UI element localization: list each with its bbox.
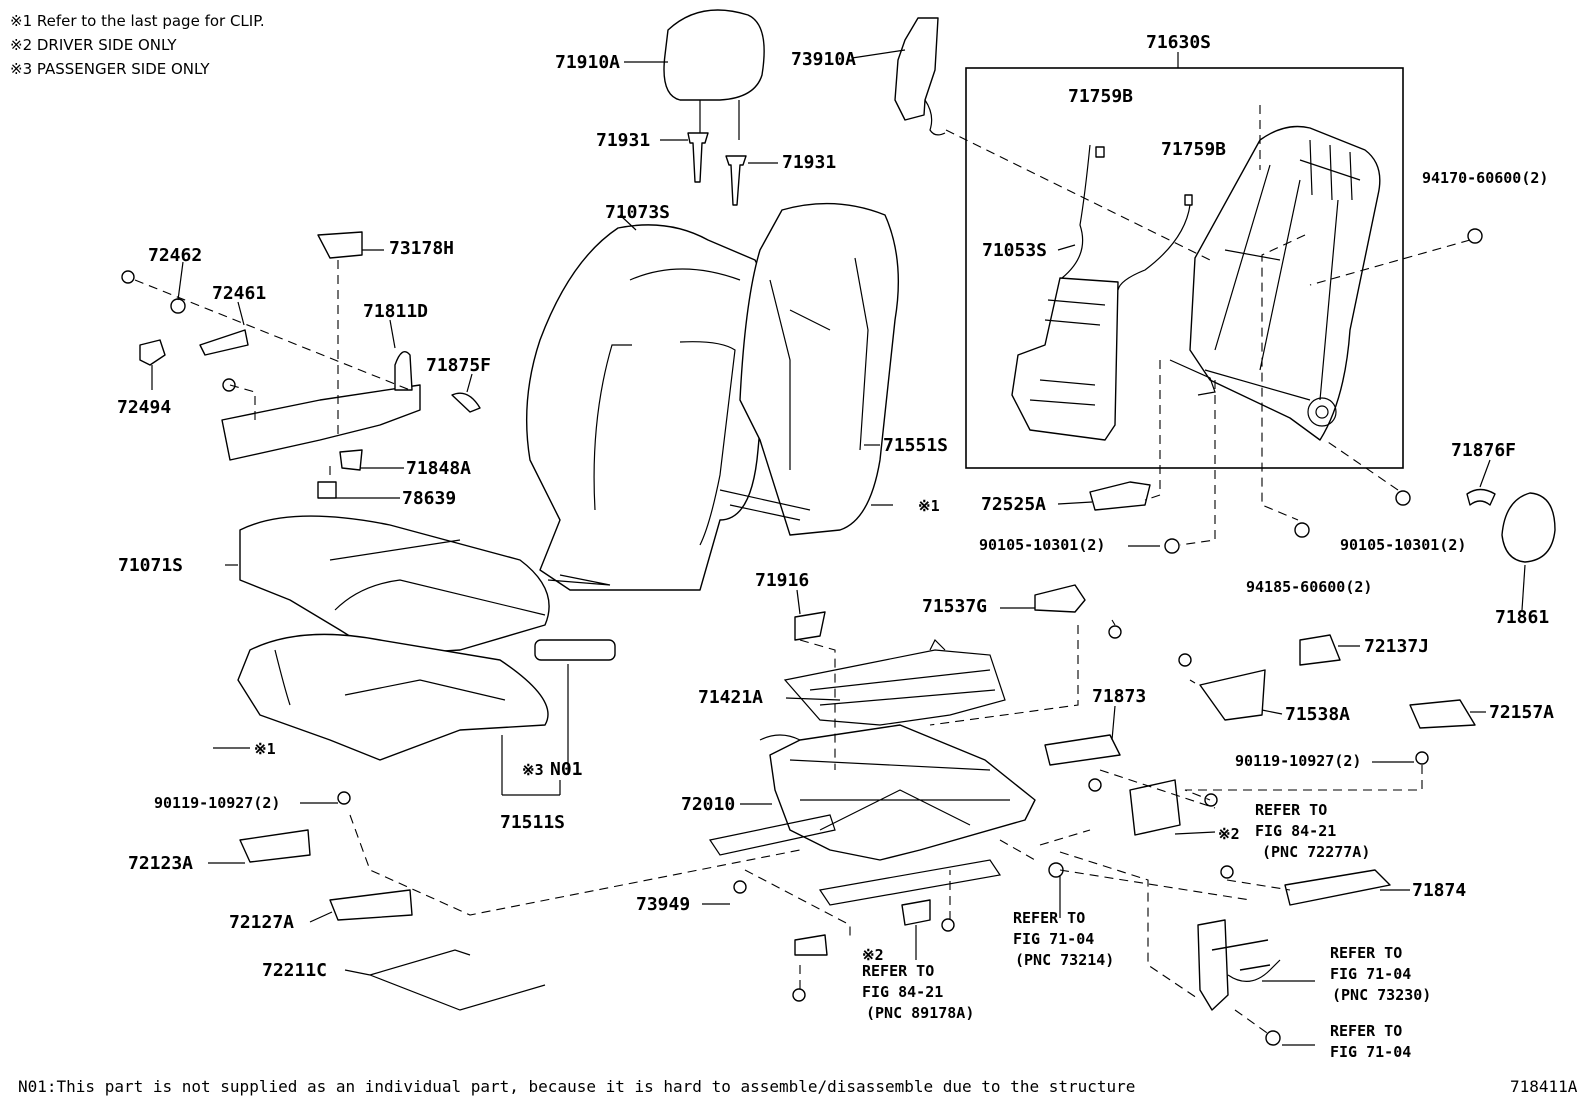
label-71876f: 71876F <box>1451 440 1516 461</box>
label-71630s: 71630S <box>1146 32 1211 53</box>
label-90105-10301-b: 90105-10301(2) <box>1340 536 1466 554</box>
label-94185-60600: 94185-60600(2) <box>1246 578 1372 596</box>
ref-fig71-04-line1: REFER TO <box>1330 1022 1402 1040</box>
leader-lines <box>151 49 1526 1046</box>
label-72525a: 72525A <box>981 494 1046 515</box>
label-71874: 71874 <box>1412 880 1466 901</box>
mark-driver-only-b: ※2 <box>862 946 884 964</box>
label-90119-10927-b: 90119-10927(2) <box>1235 752 1361 770</box>
assembly-lines <box>134 105 1471 1036</box>
mark-driver-only-a: ※2 <box>1218 825 1240 843</box>
footer-note: N01:This part is not supplied as an indi… <box>18 1077 1136 1096</box>
label-71551s: 71551S <box>883 435 948 456</box>
seat-back-pad <box>719 202 900 536</box>
mark-clip-1: ※1 <box>918 497 940 515</box>
ref-fig84-21-89178a-line3: (PNC 89178A) <box>866 1004 974 1022</box>
ref-fig84-21-72277a-line3: (PNC 72277A) <box>1262 843 1370 861</box>
seat-cushion-pad <box>237 633 549 761</box>
headrest <box>663 9 765 140</box>
figure-id: 718411A <box>1510 1077 1578 1096</box>
ref-fig84-21-72277a-line2: FIG 84-21 <box>1255 822 1336 840</box>
label-71759b-b: 71759B <box>1161 139 1226 160</box>
ref-fig71-04-73230-line2: FIG 71-04 <box>1330 965 1411 983</box>
label-71538a: 71538A <box>1285 704 1350 725</box>
label-90105-10301-a: 90105-10301(2) <box>979 536 1105 554</box>
ref-fig84-21-72277a-line1: REFER TO <box>1255 801 1327 819</box>
label-71511s: 71511S <box>500 812 565 833</box>
label-72211c: 72211C <box>262 960 327 981</box>
part-labels: 71910A 71931 71931 73910A 71630S 71759B … <box>117 32 1554 1061</box>
label-71875f: 71875F <box>426 355 491 376</box>
label-71873: 71873 <box>1092 686 1146 707</box>
label-73178h: 73178H <box>389 238 454 259</box>
seat-spring <box>783 638 1006 726</box>
label-71931-b: 71931 <box>782 152 836 173</box>
label-71916: 71916 <box>755 570 809 591</box>
note-passenger-side: ※3 PASSENGER SIDE ONLY <box>10 60 210 78</box>
headrest-cap <box>1501 492 1556 563</box>
label-71071s: 71071S <box>118 555 183 576</box>
headrest-guides <box>687 132 747 206</box>
bracket-parts <box>121 228 1496 1046</box>
ref-fig71-04-73214-line3: (PNC 73214) <box>1015 951 1114 969</box>
seat-back-frame <box>1169 125 1381 441</box>
mark-passenger-only: ※3 <box>522 761 544 779</box>
label-71073s: 71073S <box>605 202 670 223</box>
seat-back-cover <box>525 224 770 591</box>
side-airbag <box>894 17 946 136</box>
note-driver-side: ※2 DRIVER SIDE ONLY <box>10 36 177 54</box>
label-72494: 72494 <box>117 397 171 418</box>
ref-fig84-21-89178a-line1: REFER TO <box>862 962 934 980</box>
label-73949: 73949 <box>636 894 690 915</box>
label-72123a: 72123A <box>128 853 193 874</box>
ref-fig71-04-line2: FIG 71-04 <box>1330 1043 1411 1061</box>
ref-fig71-04-73230-line3: (PNC 73230) <box>1332 986 1431 1004</box>
label-72462: 72462 <box>148 245 202 266</box>
seat-heater-element <box>534 639 616 661</box>
label-71861: 71861 <box>1495 607 1549 628</box>
label-78639: 78639 <box>402 488 456 509</box>
ref-fig71-04-73230-line1: REFER TO <box>1330 944 1402 962</box>
lumbar-support <box>1011 144 1193 441</box>
label-73910a: 73910A <box>791 49 856 70</box>
label-72157a: 72157A <box>1489 702 1554 723</box>
label-71931-a: 71931 <box>596 130 650 151</box>
note-clip: ※1 Refer to the last page for CLIP. <box>10 12 265 30</box>
label-71537g: 71537G <box>922 596 987 617</box>
label-71421a: 71421A <box>698 687 763 708</box>
label-71910a: 71910A <box>555 52 620 73</box>
seat-adjuster <box>709 724 1036 906</box>
ref-fig71-04-73214-line2: FIG 71-04 <box>1013 930 1094 948</box>
label-71053s: 71053S <box>982 240 1047 261</box>
ref-fig71-04-73214-line1: REFER TO <box>1013 909 1085 927</box>
label-94170-60600: 94170-60600(2) <box>1422 169 1548 187</box>
label-71759b-a: 71759B <box>1068 86 1133 107</box>
assembly-box-71630s <box>965 67 1404 469</box>
label-71811d: 71811D <box>363 301 428 322</box>
label-n01: N01 <box>550 759 583 780</box>
label-72010: 72010 <box>681 794 735 815</box>
label-90119-10927-a: 90119-10927(2) <box>154 794 280 812</box>
label-71848a: 71848A <box>406 458 471 479</box>
label-72461: 72461 <box>212 283 266 304</box>
label-72137j: 72137J <box>1364 636 1429 657</box>
mark-clip-2: ※1 <box>254 740 276 758</box>
ref-fig84-21-89178a-line2: FIG 84-21 <box>862 983 943 1001</box>
seat-cushion-cover <box>239 515 550 656</box>
label-72127a: 72127A <box>229 912 294 933</box>
